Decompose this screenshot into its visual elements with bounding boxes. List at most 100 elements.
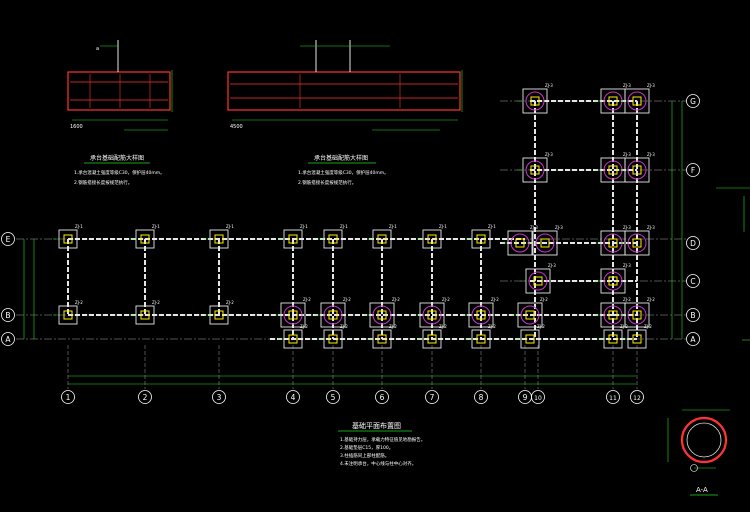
footing-tag: ZJ-2 — [647, 297, 655, 302]
pile-cap: ZJ-3 — [520, 263, 556, 294]
row-grid-bubble-right — [686, 236, 700, 250]
footing-tag: ZJ-2 — [75, 300, 83, 305]
column-outline — [63, 310, 73, 320]
column-grid-label: 8 — [479, 393, 484, 402]
footing-tag: ZJ-1 — [439, 224, 447, 229]
column-grid-bubble — [630, 390, 644, 404]
row-grid-label-left: A — [5, 335, 11, 344]
pile-cap: ZJ-2 — [417, 324, 447, 349]
column-outline — [476, 234, 486, 244]
column-grid-bubble — [531, 390, 545, 404]
pile-circle — [627, 91, 647, 111]
svg-text:a: a — [96, 46, 99, 52]
pile-circle — [627, 160, 647, 180]
footing-tag: ZJ-2 — [392, 297, 400, 302]
column-grid-label: 5 — [331, 393, 336, 402]
column-grid-label: 3 — [217, 393, 222, 402]
column-grid-bubble — [138, 390, 152, 404]
footing-tag: ZJ-2 — [620, 324, 628, 329]
pile-cap: ZJ-2 — [512, 297, 548, 328]
column-outline — [632, 334, 642, 344]
beam-section-2-note-2: 2.钢筋搭接长度按规范执行。 — [298, 179, 356, 186]
column-grid-bubble — [212, 390, 226, 404]
footing-tag: ZJ-2 — [442, 297, 450, 302]
row-grid-label-left: B — [5, 311, 10, 320]
footing-tag: ZJ-3 — [545, 152, 553, 157]
beam-section-1-note-1: 1.承台混凝土强度等级C30，保护层40mm。 — [74, 169, 165, 176]
pile-cap: ZJ-3 — [619, 225, 655, 256]
clipped-detail-edge — [716, 187, 750, 341]
column-grid-label: 9 — [523, 393, 528, 402]
beam-section-detail-2: 4500 — [227, 40, 463, 131]
pile-cap: ZJ-2 — [315, 297, 351, 328]
column-outline — [608, 238, 618, 248]
beam-section-title-2: 承台基础配筋大样图 1.承台混凝土强度等级C30，保护层40mm。 2.钢筋搭接… — [298, 154, 389, 186]
plan-note-2: 2.基础垫层C15，厚100。 — [340, 444, 393, 451]
beam-section-title-1-text: 承台基础配筋大样图 — [90, 154, 144, 162]
footing-tag: ZJ-2 — [491, 297, 499, 302]
column-outline — [632, 96, 642, 106]
pile-cap: ZJ-1 — [130, 224, 160, 249]
column-outline — [533, 276, 543, 286]
footing-tag: ZJ-2 — [343, 297, 351, 302]
column-outline — [632, 165, 642, 175]
column-outline — [540, 238, 550, 248]
column-grid-label: 4 — [291, 393, 296, 402]
column-outline — [525, 334, 535, 344]
footing-tag: ZJ-2 — [540, 297, 548, 302]
column-outline — [377, 310, 387, 320]
pile-cap: ZJ-2 — [364, 297, 400, 328]
pile-cap: ZJ-1 — [53, 224, 83, 249]
column-outline — [288, 310, 298, 320]
footing-tag: ZJ-2 — [389, 324, 397, 329]
pile-cap: ZJ-3 — [595, 225, 631, 256]
beam-section-title-2-text: 承台基础配筋大样图 — [314, 154, 368, 162]
pile-circle — [372, 305, 392, 325]
footing-tag: ZJ-3 — [647, 225, 655, 230]
pile-cap: ZJ-3 — [595, 263, 631, 294]
column-outline — [328, 310, 338, 320]
footing-tag: ZJ-1 — [226, 224, 234, 229]
column-grid-label: 7 — [430, 393, 435, 402]
footing-tag: ZJ-2 — [623, 297, 631, 302]
beam-section-detail-1: a 1600 — [67, 40, 173, 131]
pile-circle — [422, 305, 442, 325]
footing-tag: ZJ-2 — [537, 324, 545, 329]
column-outline — [608, 334, 618, 344]
footing-tag: ZJ-2 — [226, 300, 234, 305]
column-grid-bubble — [286, 390, 300, 404]
row-grid-bubble-right — [686, 163, 700, 177]
pile-cap: ZJ-2 — [275, 297, 311, 328]
row-grid-label-right: D — [690, 239, 696, 248]
section-aa-title: A-A — [696, 486, 708, 494]
row-grid-label-right: A — [690, 335, 696, 344]
pile-cap: ZJ-2 — [204, 300, 234, 325]
pile-cap: ZJ-2 — [53, 300, 83, 325]
footing-tag: ZJ-3 — [555, 225, 563, 230]
pile-circle — [471, 305, 491, 325]
row-grid-label-right: B — [690, 311, 695, 320]
row-grid-bubble-right — [686, 94, 700, 108]
column-grid-bubble — [61, 390, 75, 404]
pile-circle — [525, 91, 545, 111]
column-grid-bubble — [474, 390, 488, 404]
footing-tag: ZJ-3 — [623, 263, 631, 268]
pile-circle — [525, 160, 545, 180]
column-grid-label: 6 — [380, 393, 385, 402]
row-grid-bubble-left — [1, 232, 15, 246]
pile-cap: ZJ-3 — [517, 152, 553, 183]
row-grid-bubble-left — [1, 332, 15, 346]
footing-tag: ZJ-2 — [488, 324, 496, 329]
footing-tag: ZJ-1 — [75, 224, 83, 229]
beam-section-2-note-1: 1.承台混凝土强度等级C30，保护层40mm。 — [298, 169, 389, 176]
footing-tag: ZJ-3 — [548, 263, 556, 268]
pile-circle — [535, 233, 555, 253]
pile-cap: ZJ-1 — [204, 224, 234, 249]
column-outline — [377, 334, 387, 344]
column-outline — [288, 234, 298, 244]
row-grid-label-right: G — [690, 97, 696, 106]
foundation-plan-title-block: 基础平面布置图 1.基础持力层，承载力特征值见地勘报告。 2.基础垫层C15，厚… — [338, 421, 425, 467]
